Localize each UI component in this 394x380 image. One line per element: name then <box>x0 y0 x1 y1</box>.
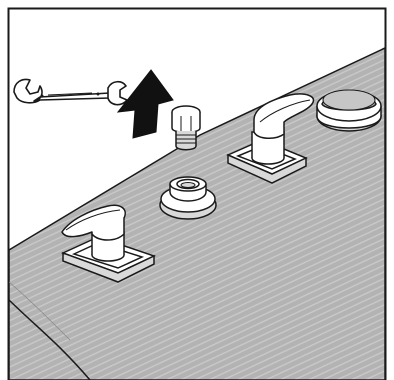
round-deck-cap <box>317 90 381 131</box>
plug-fitting <box>172 106 200 150</box>
